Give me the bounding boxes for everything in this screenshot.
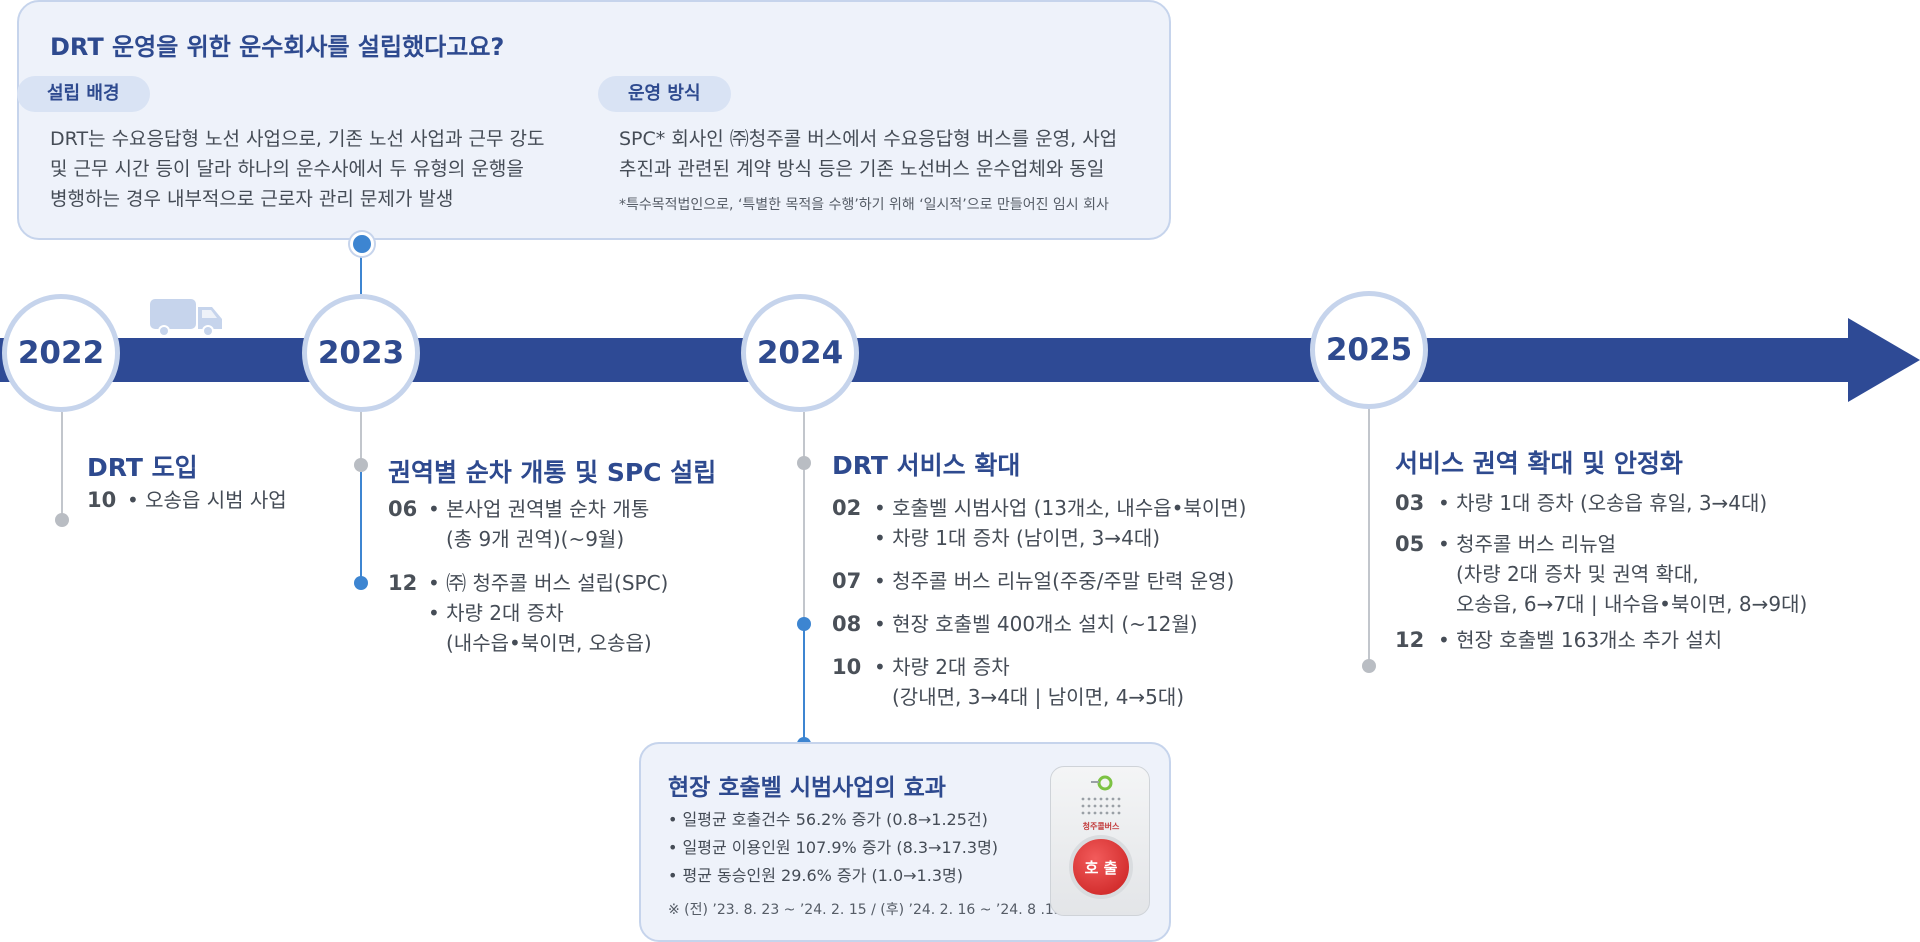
event-month: 08: [832, 612, 862, 636]
spc-info-box: [17, 0, 1171, 240]
event-line: • 호출벨 시범사업 (13개소, 내수읍•북이면): [874, 496, 1247, 520]
operation-text: SPC* 회사인 ㈜청주콜 버스에서 수요응답형 버스를 운영, 사업 추진과 …: [619, 124, 1117, 184]
year-2023: 2023: [302, 294, 420, 412]
2024-title: DRT 서비스 확대: [832, 451, 1021, 480]
effect-line: • 평균 동승인원 29.6% 증가 (1.0→1.3명): [668, 866, 963, 885]
effect-period-note: ※ (전) ’23. 8. 23 ~ ’24. 2. 15 / (후) ’24.…: [668, 902, 1063, 918]
2023-title: 권역별 순차 개통 및 SPC 설립: [388, 458, 717, 487]
event-line: • 차량 2대 증차: [874, 655, 1010, 679]
event-line: 오송읍, 6→7대 | 내수읍•북이면, 8→9대): [1456, 592, 1808, 616]
event-line: (내수읍•북이면, 오송읍): [446, 631, 652, 655]
operation-line: SPC* 회사인 ㈜청주콜 버스에서 수요응답형 버스를 운영, 사업: [619, 128, 1118, 150]
year-2025: 2025: [1310, 291, 1428, 409]
event-line: • 차량 1대 증차 (남이면, 3→4대): [874, 526, 1161, 550]
call-button-icon: 호 출: [1069, 835, 1133, 899]
timeline-arrowhead: [1848, 318, 1920, 402]
background-line: DRT는 수요응답형 노선 사업으로, 기존 노선 사업과 근무 강도: [50, 128, 545, 150]
2024-stem: [803, 412, 805, 624]
event-line: • 현장 호출벨 163개소 추가 설치: [1438, 628, 1723, 652]
event-line: • 청주콜 버스 리뉴얼(주중/주말 탄력 운영): [874, 569, 1235, 593]
timeline-track: [0, 338, 1850, 382]
event-line: • 차량 2대 증차: [428, 601, 564, 625]
background-text: DRT는 수요응답형 노선 사업으로, 기존 노선 사업과 근무 강도 및 근무…: [50, 124, 544, 214]
spc-footnote: *특수목적법인으로, ‘특별한 목적을 수행’하기 위해 ‘일시적’으로 만들어…: [619, 197, 1109, 213]
device-logo-icon: [1091, 775, 1113, 791]
2025-end-dot: [1362, 659, 1376, 673]
info-connector-line: [360, 240, 362, 294]
event-month: 07: [832, 569, 862, 593]
event-month: 05: [1395, 532, 1425, 556]
event-line: (강내면, 3→4대 | 남이면, 4→5대): [892, 685, 1185, 709]
operation-label: 운영 방식: [598, 76, 731, 112]
info-connector-dot: [350, 232, 374, 256]
event-month: 10: [87, 488, 117, 512]
event-month: 12: [1395, 628, 1425, 652]
event-line: • 청주콜 버스 리뉴얼: [1438, 532, 1617, 556]
2022-end-dot: [55, 513, 69, 527]
truck-icon: [150, 299, 222, 337]
device-brand: 청주콜버스: [1082, 822, 1120, 831]
background-label: 설립 배경: [17, 76, 150, 112]
call-bell-device: 청주콜버스 호 출: [1050, 766, 1150, 916]
background-line: 병행하는 경우 내부적으로 근로자 관리 문제가 발생: [50, 188, 454, 210]
2022-title: DRT 도입: [87, 453, 198, 482]
event-line: (차량 2대 증차 및 권역 확대,: [1456, 562, 1699, 586]
effect-line: • 일평균 호출건수 56.2% 증가 (0.8→1.25건): [668, 810, 988, 829]
effect-line: • 일평균 이용인원 107.9% 증가 (8.3→17.3명): [668, 838, 999, 857]
year-2024: 2024: [741, 294, 859, 412]
event-line: • 현장 호출벨 400개소 설치 (~12월): [874, 612, 1198, 636]
2025-title: 서비스 권역 확대 및 안정화: [1395, 449, 1683, 478]
event-month: 10: [832, 655, 862, 679]
2023-dot-grey: [354, 458, 368, 472]
event-line: • 본사업 권역별 순차 개통: [428, 497, 650, 521]
event-line: (총 9개 권역)(~9월): [446, 527, 625, 551]
2023-stem-blue: [360, 472, 362, 582]
effect-title: 현장 호출벨 시범사업의 효과: [668, 775, 946, 801]
event-month: 06: [388, 497, 418, 521]
2025-stem: [1368, 409, 1370, 665]
event-month: 02: [832, 496, 862, 520]
year-2022: 2022: [2, 294, 120, 412]
2022-stem: [61, 412, 63, 518]
event-line: • 오송읍 시범 사업: [127, 488, 287, 512]
speaker-grille-icon: [1081, 797, 1121, 815]
operation-line: 추진과 관련된 계약 방식 등은 기존 노선버스 운수업체와 동일: [619, 158, 1105, 180]
2024-stem-blue: [803, 624, 805, 742]
2023-stem: [360, 412, 362, 466]
background-line: 및 근무 시간 등이 달라 하나의 운수사에서 두 유형의 운행을: [50, 158, 524, 180]
event-month: 12: [388, 571, 418, 595]
event-month: 03: [1395, 491, 1425, 515]
event-line: • ㈜ 청주콜 버스 설립(SPC): [428, 571, 669, 595]
2023-dot-blue: [354, 576, 368, 590]
2024-dot-grey: [797, 456, 811, 470]
info-title: DRT 운영을 위한 운수회사를 설립했다고요?: [50, 33, 505, 61]
event-line: • 차량 1대 증차 (오송읍 휴일, 3→4대): [1438, 491, 1768, 515]
effect-list: • 일평균 호출건수 56.2% 증가 (0.8→1.25건) • 일평균 이용…: [668, 806, 998, 890]
